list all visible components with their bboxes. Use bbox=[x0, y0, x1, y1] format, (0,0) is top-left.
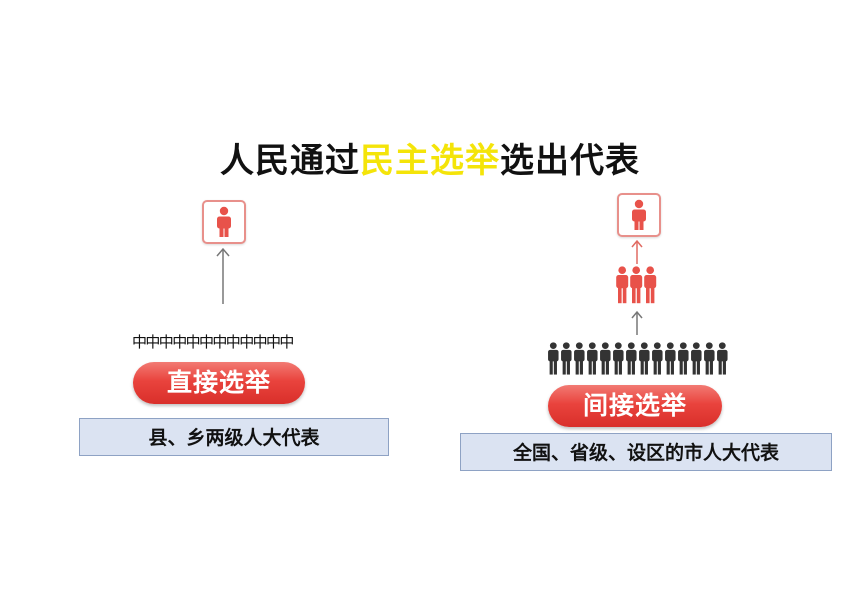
title-prefix: 人民通过 bbox=[220, 141, 360, 181]
person-figure-icon bbox=[561, 342, 572, 375]
person-figure-icon bbox=[630, 266, 643, 304]
person-figure-icon bbox=[717, 342, 728, 375]
representative-box-left bbox=[202, 200, 246, 244]
indirect-level-label: 全国、省级、设区的市人大代表 bbox=[460, 433, 832, 471]
up-arrow-left bbox=[216, 247, 230, 304]
person-figure-icon bbox=[691, 342, 702, 375]
person-icon bbox=[632, 199, 646, 230]
up-arrow-right-top bbox=[631, 239, 643, 264]
person-icon bbox=[217, 206, 231, 237]
person-figure-icon bbox=[665, 342, 676, 375]
title-suffix: 选出代表 bbox=[500, 141, 640, 181]
representative-box-right bbox=[617, 193, 661, 237]
person-figure-icon bbox=[639, 342, 650, 375]
person-figure-icon bbox=[600, 342, 611, 375]
voters-glyph-row: 中中中中中中中中中中中中 bbox=[132, 333, 294, 351]
person-figure-icon bbox=[613, 342, 624, 375]
title-highlight: 民主选举 bbox=[360, 141, 500, 181]
direct-level-label: 县、乡两级人大代表 bbox=[79, 418, 389, 456]
person-figure-icon bbox=[616, 266, 629, 304]
voters-crowd-icon bbox=[548, 342, 728, 375]
person-figure-icon bbox=[574, 342, 585, 375]
person-figure-icon bbox=[652, 342, 663, 375]
person-figure-icon bbox=[626, 342, 637, 375]
direct-election-pill: 直接选举 bbox=[133, 362, 305, 404]
person-figure-icon bbox=[548, 342, 559, 375]
up-arrow-right-bottom bbox=[631, 310, 643, 335]
diagram-title: 人民通过民主选举选出代表 bbox=[0, 133, 860, 182]
person-figure-icon bbox=[678, 342, 689, 375]
person-figure-icon bbox=[587, 342, 598, 375]
person-figure-icon bbox=[644, 266, 657, 304]
indirect-election-pill: 间接选举 bbox=[548, 385, 722, 427]
person-figure-icon bbox=[704, 342, 715, 375]
delegates-group-icon bbox=[616, 266, 657, 304]
